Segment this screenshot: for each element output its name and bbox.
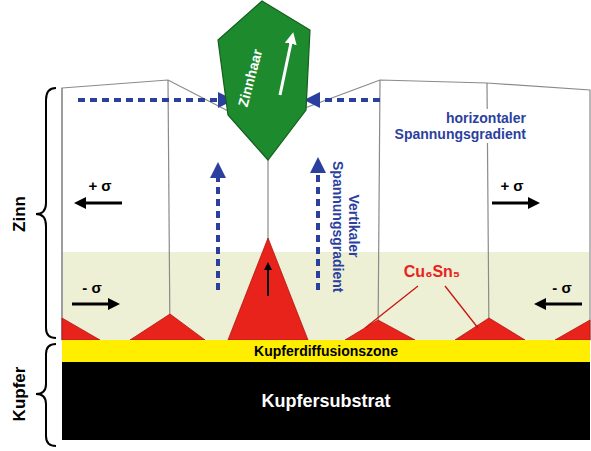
gradient-label: horizontaler Spannungsgradient	[383, 109, 529, 143]
stress-label: + σ	[88, 177, 111, 194]
tin-grains	[62, 80, 590, 340]
stress-label: + σ	[500, 177, 523, 194]
whisker-outline	[218, 1, 310, 160]
tin-whisker: Zinnhaar	[215, 0, 315, 162]
stress-label: - σ	[82, 279, 101, 296]
stress-gradient-arrows	[78, 100, 380, 290]
tin-lower-zone	[63, 252, 589, 340]
leader-lines	[365, 286, 478, 328]
layer-label: Zinn	[10, 196, 30, 232]
stress-arrows	[72, 203, 582, 304]
layer-brackets	[36, 88, 56, 446]
copper-diffusion-zone: Kupferdiffusionszone	[62, 340, 590, 362]
node-label: Kupfersubstrat	[261, 391, 390, 412]
stress-label: - σ	[552, 279, 571, 296]
node-label: Kupferdiffusionszone	[254, 343, 398, 359]
growth-arrow	[280, 38, 292, 95]
intermetallic-cu6sn5	[62, 238, 590, 340]
copper-substrate: Kupfersubstrat	[62, 362, 590, 440]
whisker-shape	[215, 0, 315, 162]
phase-label: Cu₆Sn₅	[404, 263, 460, 281]
layer-label: Kupfer	[10, 367, 30, 422]
gradient-label: Vertikaler Spannungsgradient	[330, 161, 362, 291]
